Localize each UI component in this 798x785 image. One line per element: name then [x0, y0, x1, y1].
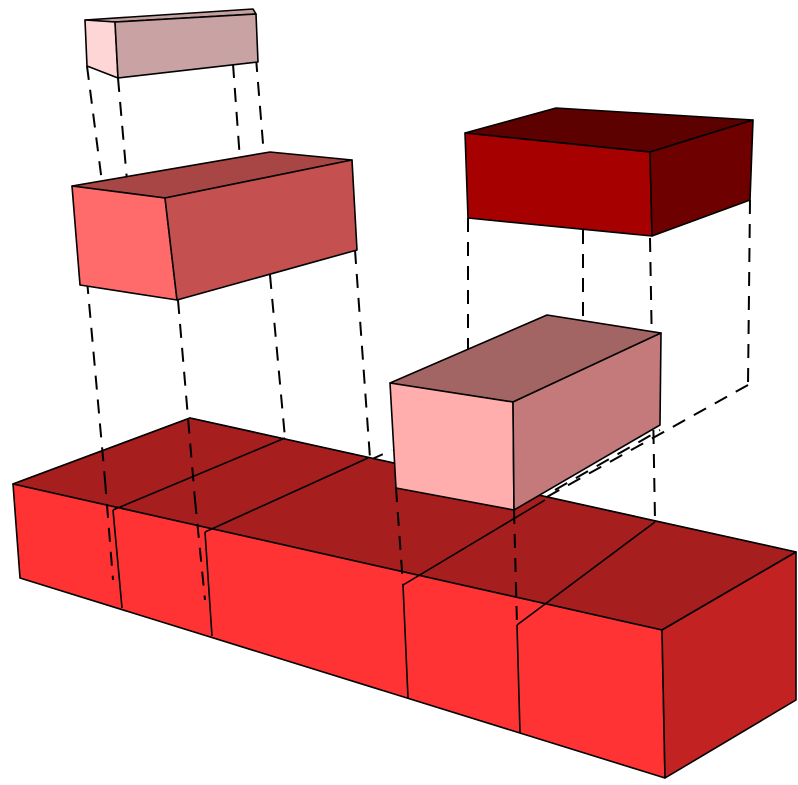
pink-middle-block-front-face [389, 382, 515, 511]
mid-left-block-side-face [164, 159, 358, 301]
front-projection-lines [86, 57, 518, 626]
small-top-block-front-face [84, 19, 119, 79]
small-top-block-side-face [114, 13, 259, 79]
dark-right-block [464, 107, 754, 237]
mid-left-block [71, 151, 358, 301]
small-top-block [84, 8, 259, 79]
base-slab-side-face [661, 551, 797, 779]
pink-middle-block-side-face [512, 332, 662, 511]
mid-left-block-front-face [71, 185, 178, 301]
pink-middle-block [389, 314, 662, 511]
base-slab [12, 417, 797, 779]
dark-right-block-side-face [649, 119, 754, 237]
